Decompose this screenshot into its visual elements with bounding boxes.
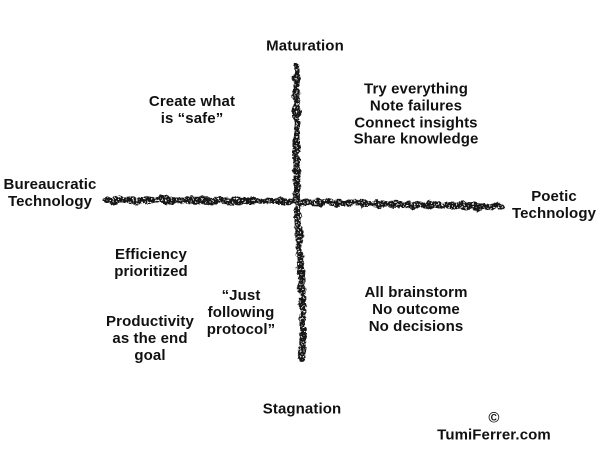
axis-label-poetic-technology: Poetic Technology <box>511 188 597 222</box>
axis-label-stagnation: Stagnation <box>262 400 342 418</box>
quadrant-text-bottom-right: All brainstorm No outcome No decisions <box>364 283 468 335</box>
quadrant-text-top-right: Try everything Note failures Connect ins… <box>353 80 479 148</box>
quadrant-text-top-left: Create what is “safe” <box>148 93 236 127</box>
quadrant-text-just-following-protocol: “Just following protocol” <box>206 286 276 338</box>
vertical-axis-line-overdraw <box>292 67 305 359</box>
quadrant-text-productivity: Productivity as the end goal <box>106 312 194 364</box>
horizontal-axis-line-overdraw <box>107 198 502 209</box>
axis-label-bureaucratic-technology: Bureaucratic Technology <box>3 176 97 210</box>
quadrant-text-efficiency: Efficiency prioritized <box>114 246 188 280</box>
axis-label-maturation: Maturation <box>266 37 344 55</box>
credit-link[interactable]: © TumiFerrer.com <box>437 409 551 443</box>
